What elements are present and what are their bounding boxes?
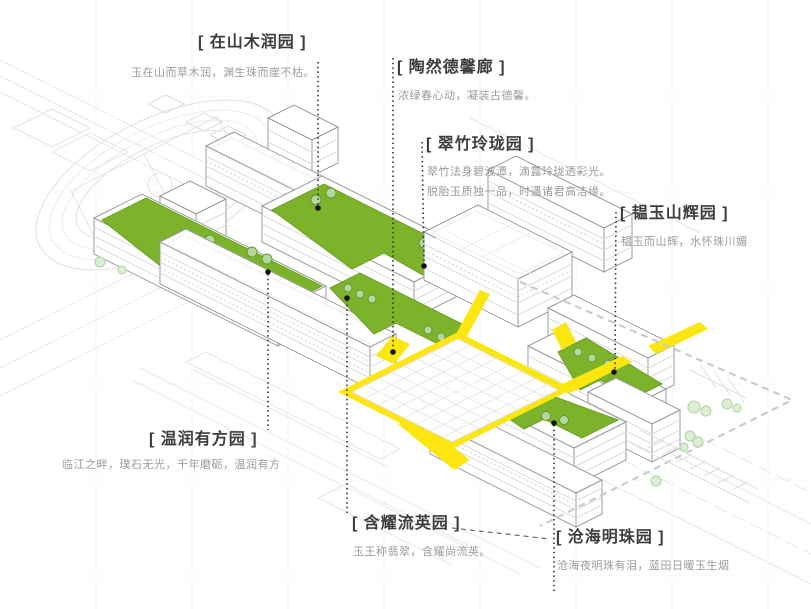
label-taoran-title: [ 陶然德馨廊 ] — [397, 59, 506, 76]
label-zaishan-title: [ 在山木润园 ] — [198, 34, 307, 51]
building — [422, 204, 574, 328]
label-wenrun-subtitle: 临江之畔，璞石无光，千年磨砺，温润有方 — [62, 459, 281, 471]
leader-lines — [267, 58, 617, 594]
label-canghai-subtitle: 沧海夜明珠有泪，蓝田日暖玉生烟 — [557, 560, 730, 572]
building — [158, 228, 398, 390]
label-cuizhu-subtitle2: 脱胎玉质独一品，时遇诸君高洁缘。 — [427, 186, 611, 198]
basketball-courts — [12, 108, 130, 172]
site-boundary — [519, 281, 795, 527]
label-taoran-subtitle: 浓绿春心动，凝装古德馨。 — [398, 90, 536, 102]
leader-hanyao-link — [451, 527, 551, 540]
label-yunyu-subtitle: 韫玉而山辉，水怀珠川媚 — [621, 236, 748, 248]
building — [266, 104, 340, 177]
label-hanyao-title: [ 含耀流英园 ] — [352, 515, 461, 532]
green-roof-cuizhu — [329, 272, 472, 345]
label-canghai-title: [ 沧海明珠园 ] — [556, 529, 665, 546]
leader-dots — [265, 205, 617, 426]
leader-yunyu — [614, 211, 617, 371]
trees — [94, 256, 742, 487]
label-yunyu-title: [ 韫玉山辉园 ] — [620, 205, 729, 222]
plaza-grid — [350, 338, 560, 443]
label-zaishan-subtitle: 玉在山而草木润，渊生珠而崖不枯。 — [131, 67, 315, 79]
building — [486, 155, 634, 273]
label-wenrun-title: [ 温润有方园 ] — [149, 431, 258, 448]
label-cuizhu-subtitle: 翠竹法身碧波潭，滴露玲珑透彩光。 — [427, 166, 611, 178]
label-hanyao-subtitle: 玉王称翡翠，含耀尚流英。 — [353, 546, 491, 558]
label-cuizhu-title: [ 翠竹玲珑园 ] — [426, 136, 535, 153]
